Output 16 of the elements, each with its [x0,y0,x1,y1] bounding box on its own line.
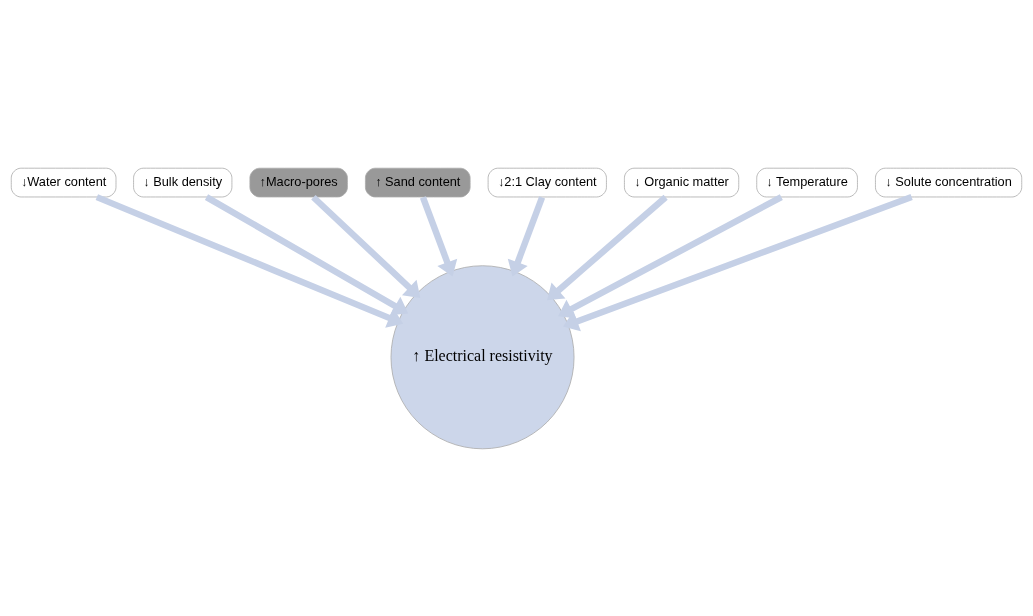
node-box: ↑ Sand content [365,167,471,197]
node-box: ↑Macro-pores [249,167,348,197]
arrow [95,193,404,328]
arrow [204,193,409,315]
node-box: ↓ Bulk density [133,167,233,197]
arrow [558,193,783,318]
node-box: ↓Water content [10,167,117,197]
arrow [547,194,668,300]
arrow [419,195,458,277]
arrow [311,194,421,298]
arrow [563,193,913,331]
node-box: ↓2:1 Clay content [487,167,607,197]
node-box: ↓ Temperature [756,167,858,197]
node-box: ↓ Solute concentration [875,167,1023,197]
node-box: ↓ Organic matter [624,167,740,197]
arrow [507,195,546,277]
